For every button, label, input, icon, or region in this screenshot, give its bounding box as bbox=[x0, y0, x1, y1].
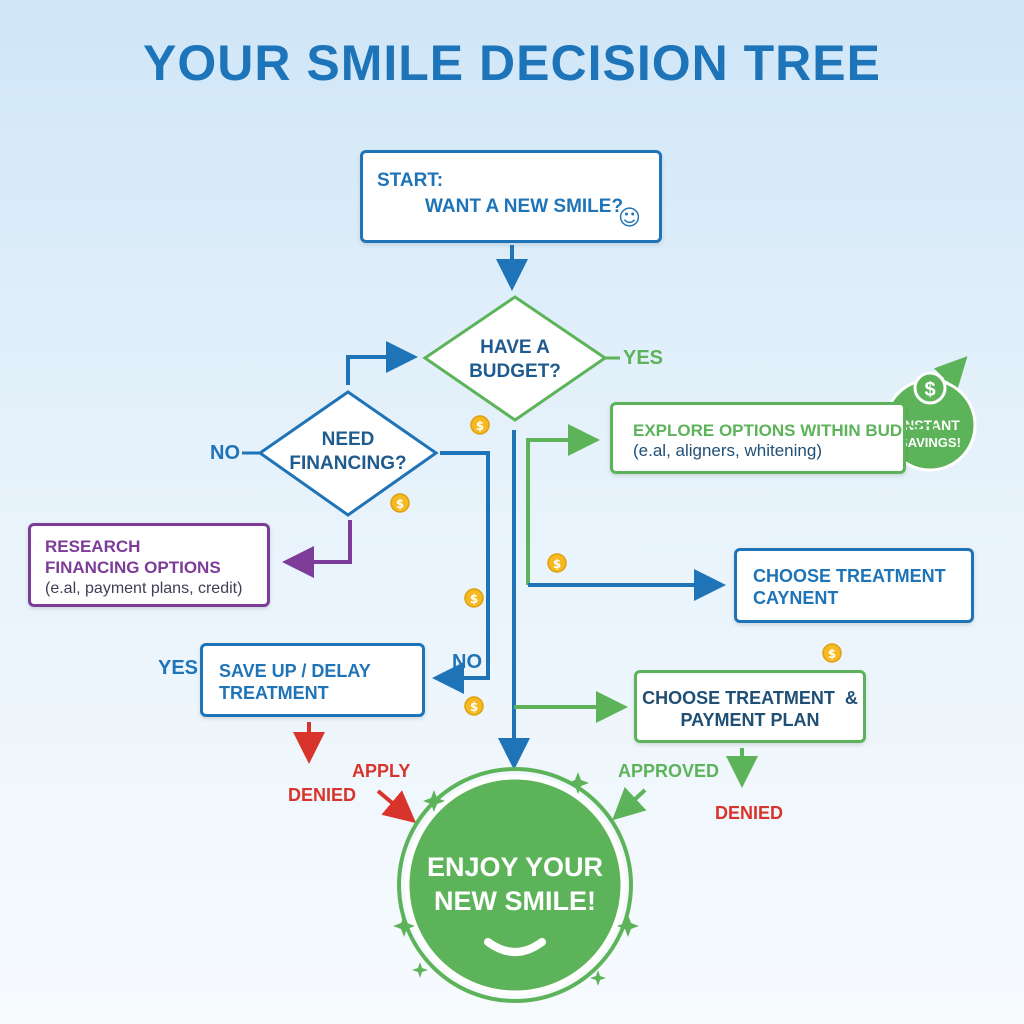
label-no-mid: NO bbox=[452, 651, 482, 673]
svg-text:$: $ bbox=[396, 497, 404, 511]
save-up-box: SAVE UP / DELAY TREATMENT bbox=[200, 643, 425, 717]
research-line3: (e.al, payment plans, credit) bbox=[45, 580, 243, 597]
start-line2: WANT A NEW SMILE? bbox=[425, 196, 624, 217]
smiley-icon: ☺ bbox=[618, 206, 641, 231]
svg-text:$: $ bbox=[470, 592, 478, 606]
research-line1: RESEARCH bbox=[45, 537, 141, 556]
label-approved: APPROVED bbox=[618, 761, 720, 781]
label-denied-right: DENIED bbox=[715, 803, 784, 823]
label-no-left: NO bbox=[210, 442, 240, 464]
label-apply: APPLY bbox=[352, 761, 411, 781]
coin-icon: $ bbox=[547, 553, 567, 573]
dollar-icon bbox=[913, 371, 947, 405]
svg-text:$: $ bbox=[476, 419, 484, 433]
explore-box: EXPLORE OPTIONS WITHIN BUDGET (e.al, ali… bbox=[610, 402, 937, 474]
choose-payment-line1: CHOOSE TREATMENT & bbox=[642, 688, 858, 708]
need-financing-line2: FINANCING? bbox=[289, 453, 407, 474]
label-yes-right: YES bbox=[623, 347, 664, 369]
svg-text:$: $ bbox=[553, 557, 561, 571]
coin-icon: $ bbox=[390, 493, 410, 513]
save-up-line1: SAVE UP / DELAY bbox=[219, 661, 371, 681]
enjoy-line2: NEW SMILE! bbox=[434, 886, 596, 916]
choose-caynent-line1: CHOOSE TREATMENT bbox=[753, 566, 946, 586]
choose-payment-box: CHOOSE TREATMENT & PAYMENT PLAN bbox=[634, 670, 866, 743]
enjoy-circle bbox=[404, 774, 626, 996]
start-line1: START: bbox=[377, 170, 444, 191]
arrow-financing-to-research bbox=[282, 520, 352, 578]
arrow-approved-to-enjoy bbox=[612, 786, 647, 821]
have-budget-diamond bbox=[422, 295, 608, 422]
enjoy-circle-ring bbox=[397, 767, 633, 1003]
badge-line2: SAVINGS! bbox=[899, 435, 961, 450]
coin-icon: $ bbox=[470, 415, 490, 435]
have-budget-line2: BUDGET? bbox=[469, 361, 561, 382]
need-financing-diamond bbox=[257, 390, 439, 517]
page-title: YOUR SMILE DECISION TREE bbox=[143, 35, 881, 91]
svg-text:$: $ bbox=[470, 700, 478, 714]
need-financing-text: NEED FINANCING? bbox=[278, 428, 418, 476]
explore-line2: (e.al, aligners, whitening) bbox=[633, 441, 822, 460]
research-line2: FINANCING OPTIONS bbox=[45, 558, 221, 577]
research-box: RESEARCH FINANCING OPTIONS (e.al, paymen… bbox=[28, 523, 270, 607]
choose-caynent-line2: CAYNENT bbox=[753, 588, 839, 608]
save-up-line2: TREATMENT bbox=[219, 683, 329, 703]
need-financing-line1: NEED bbox=[321, 429, 375, 450]
have-budget-text: HAVE A BUDGET? bbox=[445, 336, 585, 384]
svg-text:$: $ bbox=[828, 647, 836, 661]
arrow-apply-to-enjoy bbox=[376, 789, 417, 824]
savings-arrow bbox=[933, 356, 968, 391]
coin-icon: $ bbox=[464, 588, 484, 608]
start-box: START: WANT A NEW SMILE? ☺ bbox=[360, 150, 662, 243]
arrow-to-explore bbox=[526, 424, 600, 585]
arrow-financing-to-saveup bbox=[432, 451, 490, 694]
choose-caynent-box: CHOOSE TREATMENT CAYNENT bbox=[734, 548, 974, 623]
badge-line1: INSTANT bbox=[900, 417, 960, 433]
coin-icon: $ bbox=[464, 696, 484, 716]
have-budget-line1: HAVE A bbox=[480, 337, 550, 358]
enjoy-line1: ENJOY YOUR bbox=[427, 852, 603, 882]
label-yes-left: YES bbox=[158, 657, 199, 679]
label-denied-left: DENIED bbox=[288, 785, 357, 805]
choose-payment-line2: PAYMENT PLAN bbox=[680, 710, 820, 730]
smile-icon bbox=[484, 938, 546, 956]
explore-line1: EXPLORE OPTIONS WITHIN BUDGET bbox=[633, 421, 938, 440]
sparkle-icon bbox=[393, 772, 639, 986]
coin-icon: $ bbox=[822, 643, 842, 663]
badge-symbol: $ bbox=[924, 379, 935, 401]
arrow-financing-to-budget bbox=[346, 341, 418, 385]
